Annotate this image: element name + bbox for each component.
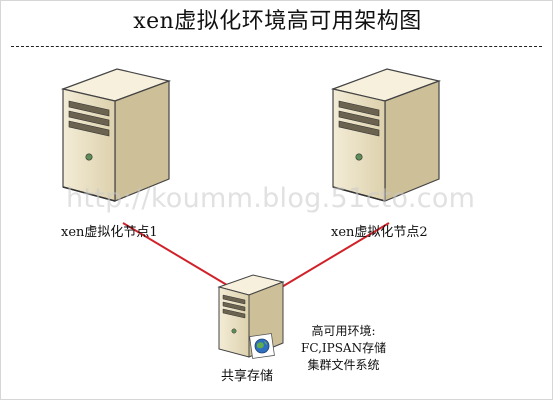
server-node2-icon bbox=[330, 68, 442, 202]
globe-icon bbox=[249, 333, 275, 359]
storage-label: 共享存储 bbox=[221, 369, 274, 384]
ha-environment-heading: 高可用环境: bbox=[311, 324, 376, 338]
ha-environment-filesystem: 集群文件系统 bbox=[307, 358, 380, 372]
ha-environment-note: 高可用环境: FC,IPSAN存储 集群文件系统 bbox=[301, 323, 386, 374]
node2-label: xen虚拟化节点2 bbox=[331, 225, 428, 240]
ha-environment-storage: FC,IPSAN存储 bbox=[301, 341, 387, 355]
link-node1-storage bbox=[122, 222, 238, 292]
title-divider bbox=[11, 46, 542, 47]
link-node2-storage bbox=[274, 222, 390, 292]
watermark: http://koumm.blog.51cto.com bbox=[66, 183, 476, 214]
storage-server-icon bbox=[217, 274, 285, 359]
node1-label: xen虚拟化节点1 bbox=[61, 225, 158, 240]
diagram-title: xen虚拟化环境高可用架构图 bbox=[133, 9, 422, 34]
server-node1-icon bbox=[60, 68, 172, 202]
